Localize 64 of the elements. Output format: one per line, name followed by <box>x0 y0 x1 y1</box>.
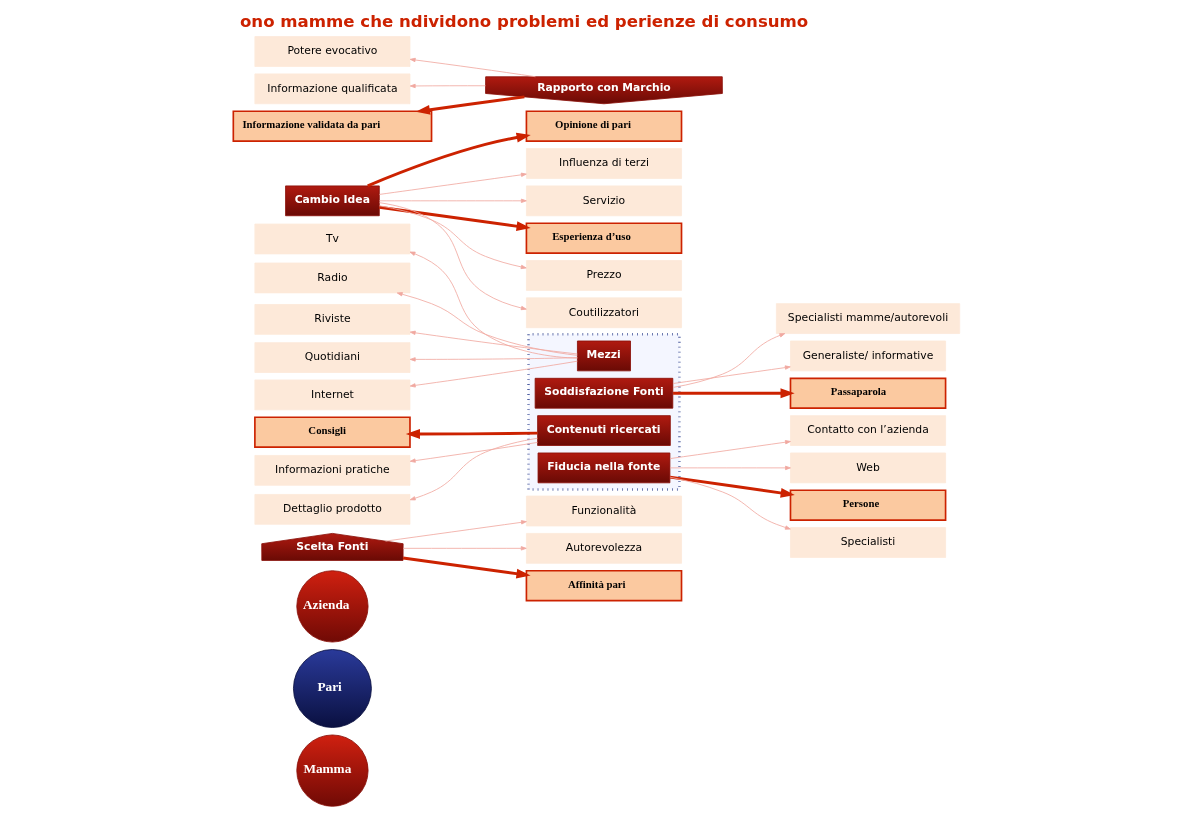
arrow <box>672 333 786 388</box>
node-box: Internet <box>254 379 411 411</box>
arrow <box>367 132 531 188</box>
arrow <box>409 360 578 388</box>
node-box: Influenza di terzi <box>526 148 682 179</box>
node-box: Esperienza d’uso <box>525 222 683 254</box>
arrow <box>669 475 795 498</box>
node-box: Contatto con l’azienda <box>790 415 946 446</box>
node-box: Specialisti mamme/autorevoli <box>775 303 961 334</box>
arrow <box>409 83 486 89</box>
node-box: Coutilizzatori <box>526 297 682 329</box>
arrow <box>379 202 527 311</box>
arrow <box>669 440 791 460</box>
node-box: Informazioni pratiche <box>254 455 411 486</box>
node-box: Dettaglio prodotto <box>254 494 411 525</box>
node-box: Passaparola <box>789 377 947 409</box>
arrow <box>409 437 538 501</box>
arrow <box>402 546 527 551</box>
node-box: Opinione di pari <box>525 110 683 142</box>
node-box: Riviste <box>254 304 411 335</box>
arrow <box>673 388 795 399</box>
node-box: Contenuti ricercati <box>537 415 671 446</box>
arrow <box>409 57 536 78</box>
node-box: Informazione qualificata <box>254 73 411 105</box>
node-box: Informazione validata da pari <box>232 110 433 142</box>
node-circle: Mamma <box>296 734 369 807</box>
arrow <box>669 476 791 530</box>
arrow <box>402 556 531 579</box>
node-box: Tv <box>254 223 411 255</box>
arrow <box>672 365 791 384</box>
arrow <box>405 429 538 439</box>
arrow <box>669 465 791 471</box>
node-box: Web <box>790 452 946 484</box>
arrow <box>415 95 525 115</box>
arrow <box>409 330 578 355</box>
node-box: Funzionalità <box>526 495 682 527</box>
node-box: Prezzo <box>526 260 682 291</box>
arrow <box>378 198 527 203</box>
arrow <box>409 442 538 463</box>
node-box: Servizio <box>526 185 682 217</box>
node-box: Mezzi <box>577 340 631 372</box>
diagram-title: ono mamme che ndividono problemi ed perienze di consumo <box>239 12 809 32</box>
node-box: Fiducia nella fonte <box>537 452 671 484</box>
node-box: Affinità pari <box>525 569 683 602</box>
node-box: Radio <box>254 262 411 294</box>
node-box: Soddisfazione Fonti <box>534 377 674 409</box>
cluster <box>527 333 681 491</box>
arrow <box>396 292 578 356</box>
node-box: Potere evocativo <box>254 36 411 67</box>
node-box: Cambio Idea <box>285 185 380 217</box>
arrow <box>379 205 531 232</box>
node-box: Autorevolezza <box>526 533 682 564</box>
arrow <box>378 205 527 270</box>
arrow <box>378 172 527 195</box>
node-box: Quotidiani <box>254 342 411 373</box>
node-box: Consigli <box>254 416 411 448</box>
node-box: Generaliste/ informative <box>790 340 946 372</box>
arrow <box>385 520 527 542</box>
node-box: Persone <box>789 489 947 521</box>
arrow <box>409 251 578 359</box>
node-circle: Azienda <box>296 570 369 643</box>
arrow <box>409 357 578 362</box>
node-circle: Pari <box>293 649 372 728</box>
node-box: Specialisti <box>790 527 946 558</box>
